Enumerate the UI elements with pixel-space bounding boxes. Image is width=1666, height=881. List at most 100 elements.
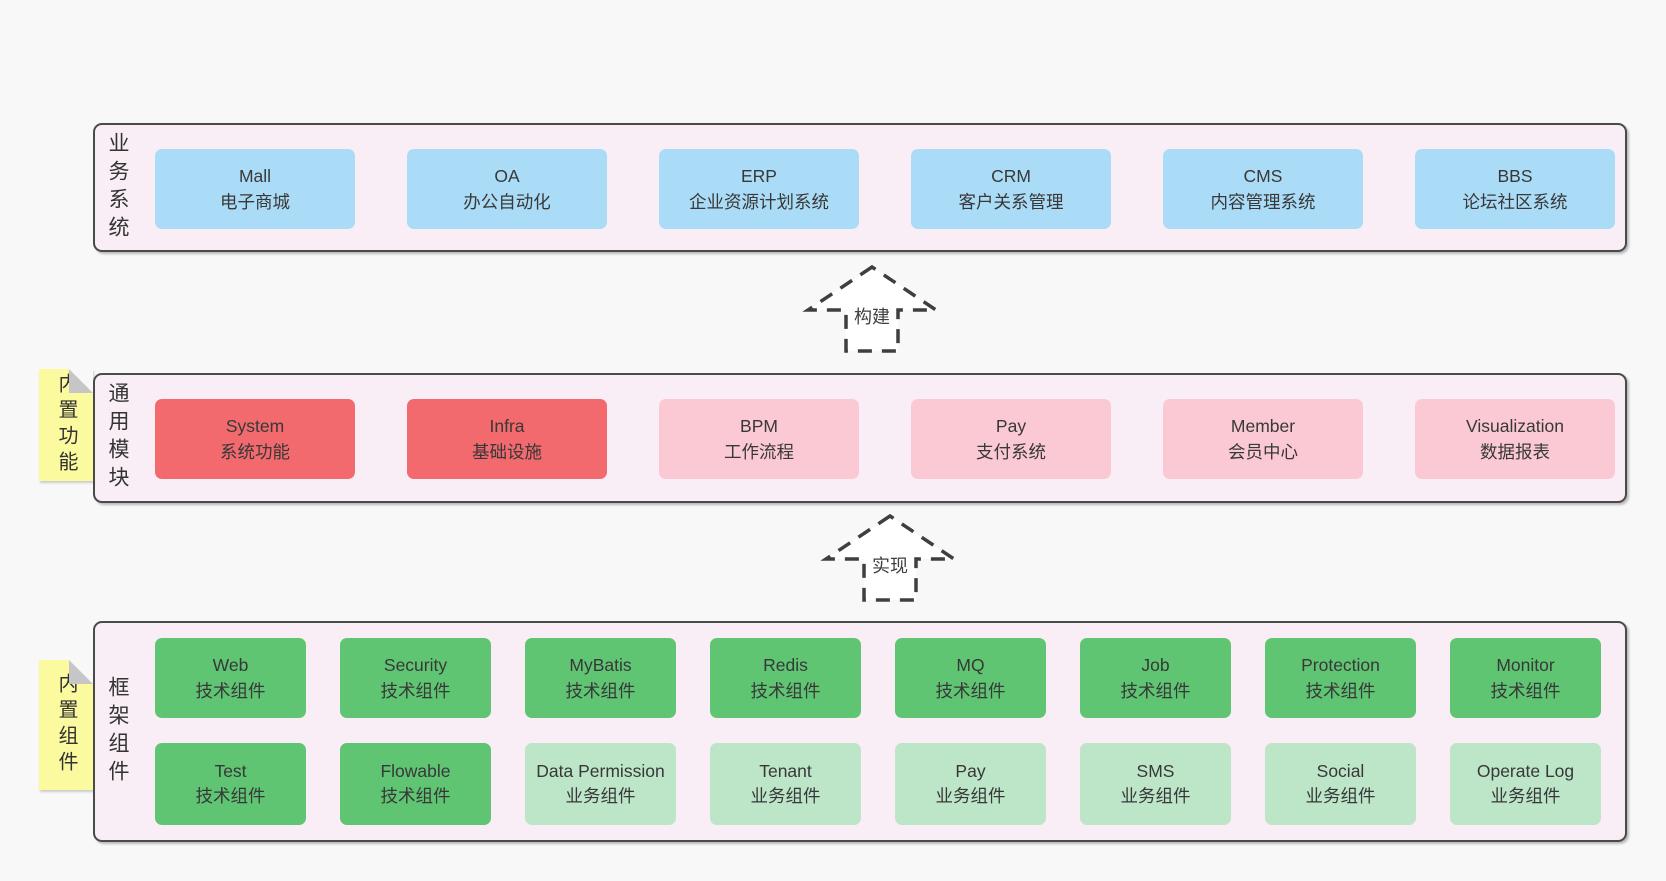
box-title: Redis (763, 654, 808, 675)
box-sms: SMS 业务组件 (1080, 743, 1231, 825)
box-subtitle: 工作流程 (724, 442, 794, 462)
box-title: Job (1141, 654, 1170, 675)
box-subtitle: 企业资源计划系统 (689, 192, 829, 212)
section-business-systems: 业务系统 Mall 电子商城 OA 办公自动化 ERP 企业资源计划系统 CRM… (93, 123, 1627, 252)
box-oa: OA 办公自动化 (407, 149, 607, 229)
box-subtitle: 技术组件 (750, 681, 821, 701)
section-label-components: 框架组件 (106, 675, 129, 788)
box-flowable: Flowable 技术组件 (340, 743, 491, 825)
box-subtitle: 电子商城 (220, 192, 290, 212)
implement-arrow-label: 实现 (869, 552, 911, 578)
box-infra: Infra 基础设施 (407, 399, 607, 479)
sticky-tab-built-in-components: 内置组件 (39, 660, 93, 790)
section-framework-components: 框架组件 Web 技术组件 Security 技术组件 MyBatis 技术组件… (93, 621, 1627, 842)
box-visualization: Visualization 数据报表 (1415, 399, 1615, 479)
box-subtitle: 技术组件 (935, 681, 1006, 701)
box-subtitle: 技术组件 (1120, 681, 1191, 701)
box-subtitle: 技术组件 (565, 681, 636, 701)
box-subtitle: 技术组件 (380, 786, 451, 806)
box-mybatis: MyBatis 技术组件 (525, 638, 676, 718)
box-subtitle: 业务组件 (935, 786, 1006, 806)
box-title: Test (214, 760, 247, 781)
box-subtitle: 基础设施 (472, 442, 542, 462)
box-member: Member 会员中心 (1163, 399, 1363, 479)
section-label-business: 业务系统 (106, 131, 129, 244)
box-title: Data Permission (536, 760, 665, 781)
box-title: Operate Log (1476, 760, 1575, 781)
folded-corner-icon (69, 660, 93, 684)
box-title: ERP (741, 165, 777, 186)
box-bpm: BPM 工作流程 (659, 399, 859, 479)
box-subtitle: 技术组件 (195, 681, 266, 701)
box-subtitle: 支付系统 (976, 442, 1046, 462)
sticky-tab-label: 内置功能 (55, 373, 77, 477)
build-up-arrow-icon: 构建 (802, 263, 942, 355)
folded-corner-icon (69, 369, 93, 393)
box-title: BPM (740, 415, 778, 436)
box-system: System 系统功能 (155, 399, 355, 479)
box-title: Pay (955, 760, 986, 781)
box-title: Tenant (759, 760, 812, 781)
box-subtitle: 业务组件 (1305, 786, 1376, 806)
box-tenant: Tenant 业务组件 (710, 743, 861, 825)
box-pay-component: Pay 业务组件 (895, 743, 1046, 825)
box-subtitle: 业务组件 (1120, 786, 1191, 806)
box-subtitle: 技术组件 (380, 681, 451, 701)
box-title: Pay (995, 415, 1027, 436)
section-label-modules: 通用模块 (106, 382, 129, 494)
sticky-tab-built-in-features: 内置功能 (39, 369, 93, 481)
box-title: MQ (956, 654, 985, 675)
box-title: SMS (1136, 760, 1175, 781)
box-test: Test 技术组件 (155, 743, 306, 825)
box-subtitle: 业务组件 (750, 786, 821, 806)
box-cms: CMS 内容管理系统 (1163, 149, 1363, 229)
box-title: System (225, 415, 285, 436)
box-title: Web (212, 654, 249, 675)
box-title: Protection (1301, 654, 1380, 675)
box-title: Member (1230, 415, 1296, 436)
box-subtitle: 技术组件 (195, 786, 266, 806)
sticky-tab-label: 内置组件 (55, 673, 77, 777)
box-pay-module: Pay 支付系统 (911, 399, 1111, 479)
box-subtitle: 技术组件 (1305, 681, 1376, 701)
box-subtitle: 系统功能 (220, 442, 290, 462)
box-crm: CRM 客户关系管理 (911, 149, 1111, 229)
box-mq: MQ 技术组件 (895, 638, 1046, 718)
box-title: Infra (489, 415, 525, 436)
box-subtitle: 业务组件 (1490, 786, 1561, 806)
box-subtitle: 客户关系管理 (958, 192, 1064, 212)
implement-up-arrow-icon: 实现 (820, 512, 960, 604)
box-erp: ERP 企业资源计划系统 (659, 149, 859, 229)
box-subtitle: 业务组件 (565, 786, 636, 806)
box-title: Mall (238, 165, 272, 186)
box-mall: Mall 电子商城 (155, 149, 355, 229)
box-subtitle: 技术组件 (1490, 681, 1561, 701)
box-operate-log: Operate Log 业务组件 (1450, 743, 1601, 825)
box-title: OA (494, 165, 520, 186)
box-bbs: BBS 论坛社区系统 (1415, 149, 1615, 229)
box-data-permission: Data Permission 业务组件 (525, 743, 676, 825)
section-common-modules: 通用模块 System 系统功能 Infra 基础设施 BPM 工作流程 Pay… (93, 373, 1627, 503)
box-subtitle: 论坛社区系统 (1462, 192, 1568, 212)
box-subtitle: 内容管理系统 (1210, 192, 1316, 212)
box-job: Job 技术组件 (1080, 638, 1231, 718)
box-protection: Protection 技术组件 (1265, 638, 1416, 718)
box-title: Visualization (1466, 415, 1564, 436)
box-title: MyBatis (569, 654, 632, 675)
box-subtitle: 数据报表 (1480, 442, 1550, 462)
box-title: Security (383, 654, 448, 675)
box-title: Flowable (380, 760, 451, 781)
box-title: Social (1316, 760, 1365, 781)
box-subtitle: 会员中心 (1228, 442, 1298, 462)
box-title: Monitor (1496, 654, 1555, 675)
box-subtitle: 办公自动化 (463, 192, 551, 212)
box-web: Web 技术组件 (155, 638, 306, 718)
build-arrow-label: 构建 (851, 303, 893, 329)
box-security: Security 技术组件 (340, 638, 491, 718)
box-title: CRM (991, 165, 1031, 186)
box-title: CMS (1243, 165, 1283, 186)
box-redis: Redis 技术组件 (710, 638, 861, 718)
box-monitor: Monitor 技术组件 (1450, 638, 1601, 718)
box-title: BBS (1497, 165, 1533, 186)
